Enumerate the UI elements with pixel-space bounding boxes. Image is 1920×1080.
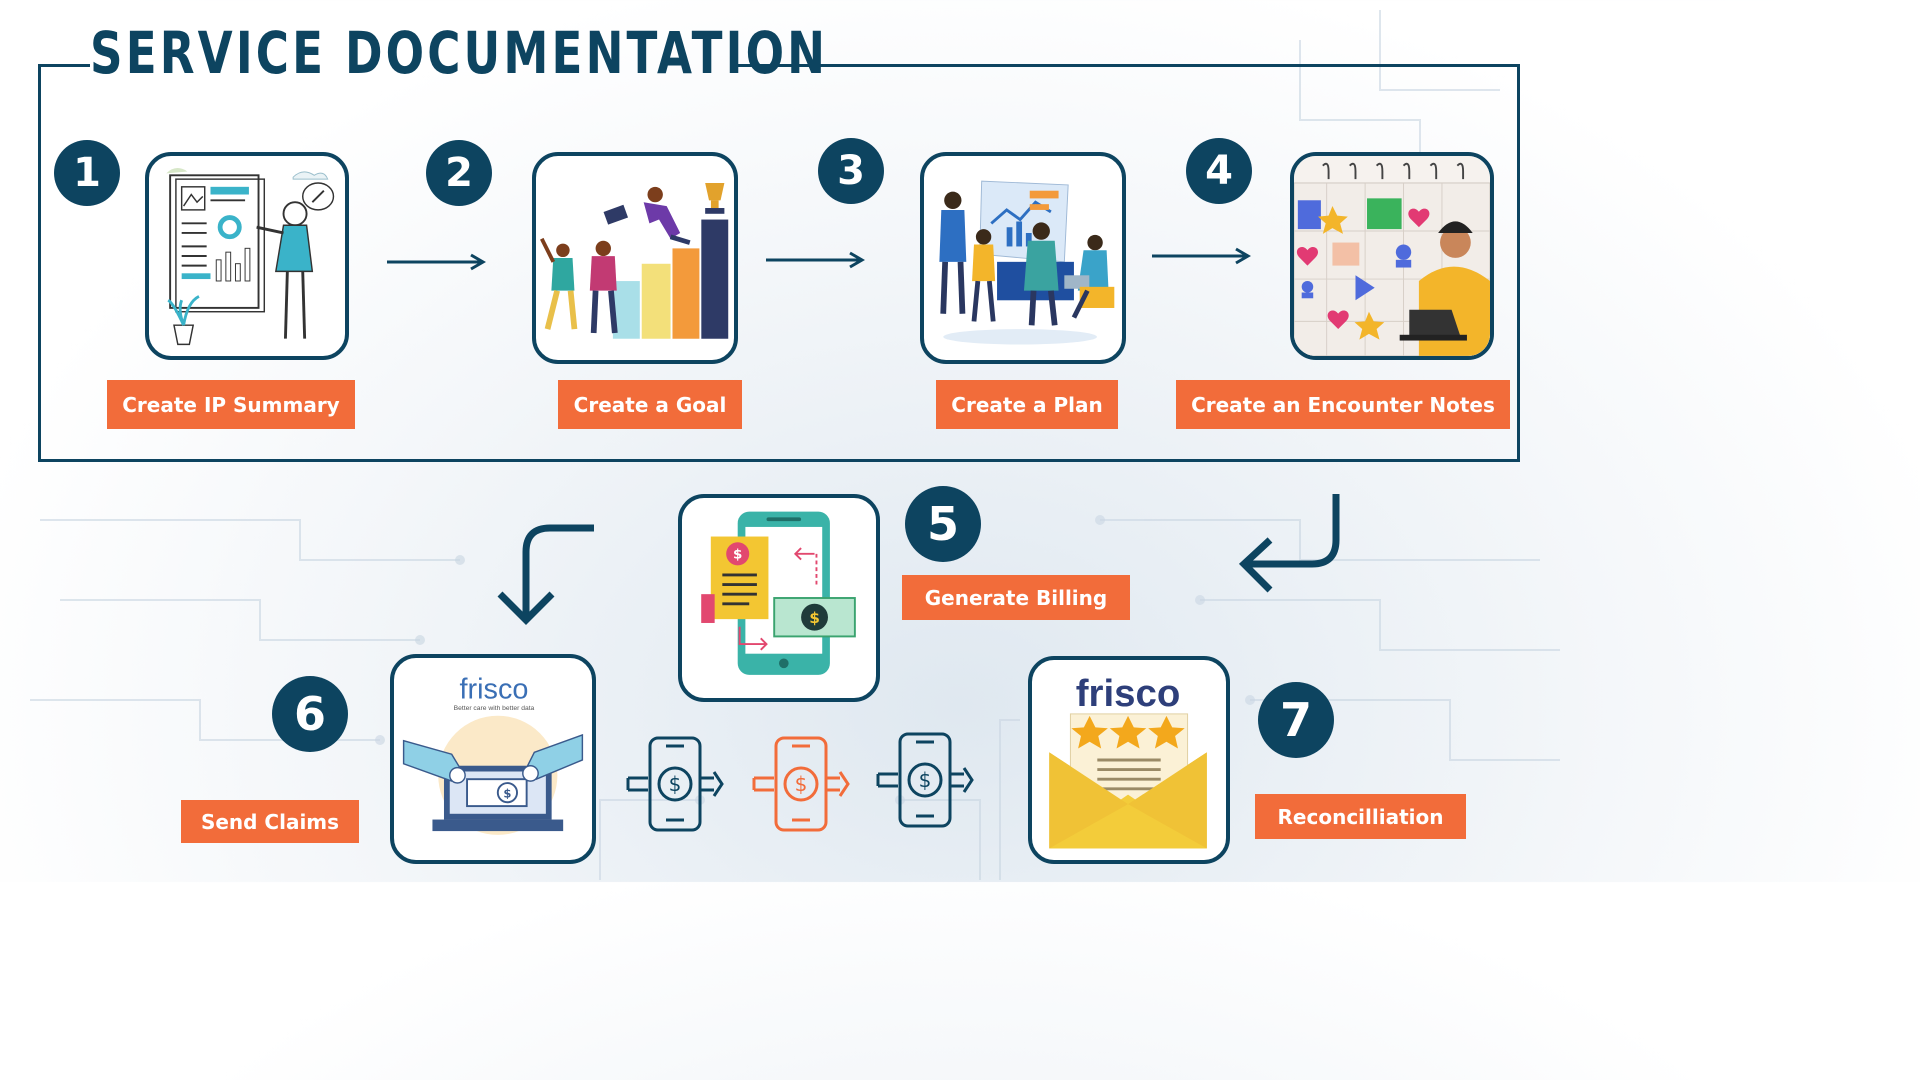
step-card-4 bbox=[1290, 152, 1494, 360]
curved-arrow-down-icon bbox=[497, 524, 594, 625]
step-number-7: 7 bbox=[1258, 682, 1334, 758]
step-card-7: frisco bbox=[1028, 656, 1230, 864]
team-goal-chart-icon bbox=[540, 183, 729, 339]
arrow-right-icon bbox=[1152, 247, 1251, 265]
documentation-frame bbox=[38, 64, 1520, 462]
svg-text:$: $ bbox=[669, 772, 682, 796]
step-card-6: frisco Better care with better data $ bbox=[390, 654, 596, 864]
phone-transfer-icon: $ bbox=[876, 732, 974, 828]
svg-text:$: $ bbox=[503, 786, 511, 800]
svg-text:$: $ bbox=[809, 609, 820, 627]
rated-envelope-icon: frisco bbox=[1049, 672, 1207, 849]
presentation-board-icon bbox=[166, 168, 335, 346]
step-card-2 bbox=[532, 152, 738, 364]
mobile-invoice-icon: $ $ bbox=[701, 511, 856, 675]
phone-transfer-icon: $ bbox=[752, 736, 850, 832]
step-number-1: 1 bbox=[54, 140, 120, 206]
step-label-3: Create a Plan bbox=[936, 380, 1118, 429]
svg-text:$: $ bbox=[919, 768, 932, 792]
calendar-laptop-icon bbox=[1294, 156, 1490, 356]
step-label-5: Generate Billing bbox=[902, 575, 1130, 620]
step-number-6: 6 bbox=[272, 676, 348, 752]
step-number-4: 4 bbox=[1186, 138, 1252, 204]
frame-top-right-edge bbox=[738, 64, 1520, 67]
curved-arrow-down-left-icon bbox=[1238, 494, 1340, 593]
brand-tagline: Better care with better data bbox=[454, 705, 535, 712]
laptop-payment-icon: frisco Better care with better data $ bbox=[402, 673, 584, 835]
step-label-4: Create an Encounter Notes bbox=[1176, 380, 1510, 429]
brand-logo: frisco bbox=[1076, 672, 1181, 715]
team-planning-board-icon bbox=[939, 180, 1115, 345]
step-card-1 bbox=[145, 152, 349, 360]
page-title: SERVICE DOCUMENTATION bbox=[90, 19, 829, 87]
step-card-3 bbox=[920, 152, 1126, 364]
step-number-2: 2 bbox=[426, 140, 492, 206]
arrow-right-icon bbox=[766, 251, 865, 269]
step-number-3: 3 bbox=[818, 138, 884, 204]
brand-logo: frisco bbox=[460, 673, 529, 705]
phone-transfer-icon: $ bbox=[626, 736, 724, 832]
arrow-right-icon bbox=[387, 253, 486, 271]
step-number-5: 5 bbox=[905, 486, 981, 562]
frame-top-left-edge bbox=[38, 64, 90, 67]
step-label-7: Reconcilliation bbox=[1255, 794, 1466, 839]
svg-text:$: $ bbox=[795, 772, 808, 796]
step-label-1: Create IP Summary bbox=[107, 380, 355, 429]
step-card-5: $ $ bbox=[678, 494, 880, 702]
step-label-6: Send Claims bbox=[181, 800, 359, 843]
svg-text:$: $ bbox=[733, 548, 742, 563]
step-label-2: Create a Goal bbox=[558, 380, 742, 429]
